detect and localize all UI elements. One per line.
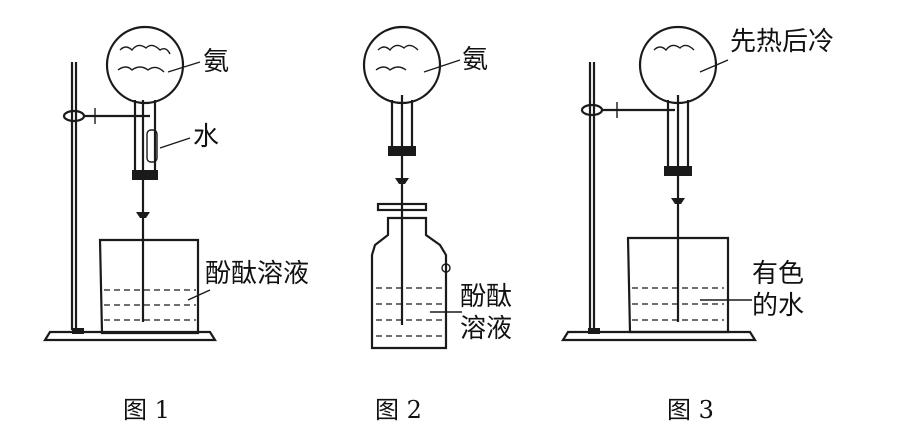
flask-gas-texture [377,44,419,52]
flask-gas-texture-2 [375,66,407,71]
bottle-spout [441,263,451,273]
flask-bulb [638,25,718,105]
bottle-stopper [376,202,428,212]
label-bottle-2: 溶液 [460,314,512,344]
label-flask-note: 先热后冷 [730,27,834,57]
flask-bulb [105,25,185,105]
leader-line [423,59,461,73]
label-beaker-2: 的水 [752,291,804,321]
beaker [98,238,200,335]
figure-1: 氨 水 酚酞溶液 图 1 [43,25,309,424]
beaker [626,236,730,334]
flask-bulb [362,25,442,105]
flask-gas-texture-2 [117,66,165,73]
stand-foot [72,328,84,334]
leader-line [187,289,211,301]
leader-line [159,137,191,149]
leader-line [167,61,201,73]
stand-base [561,330,757,342]
caption-fig-1: 图 1 [123,396,170,424]
clamp-boss [580,103,604,117]
clamp-boss [62,109,86,123]
stopper [132,170,158,180]
caption-fig-3: 图 3 [667,396,714,424]
figure-2: 氨 酚酞 溶液 图 2 [362,25,512,424]
stopcock [671,198,685,204]
figure-3: 先热后冷 有色 的水 图 3 [561,25,834,424]
label-beaker-1: 有色 [752,259,804,289]
label-water: 水 [193,122,219,152]
label-bottle-1: 酚酞 [460,282,512,312]
leader-line [699,59,729,73]
flask-gas-texture [653,44,695,52]
label-gas: 氨 [203,47,229,77]
dropper [146,129,158,163]
stopcock [136,212,150,218]
label-beaker: 酚酞溶液 [205,259,309,289]
caption-fig-2: 图 2 [375,396,422,424]
stand-base [43,330,217,342]
label-gas: 氨 [462,45,488,75]
stopcock [395,178,409,184]
bottle [370,216,448,350]
flask-gas-texture [119,44,171,55]
